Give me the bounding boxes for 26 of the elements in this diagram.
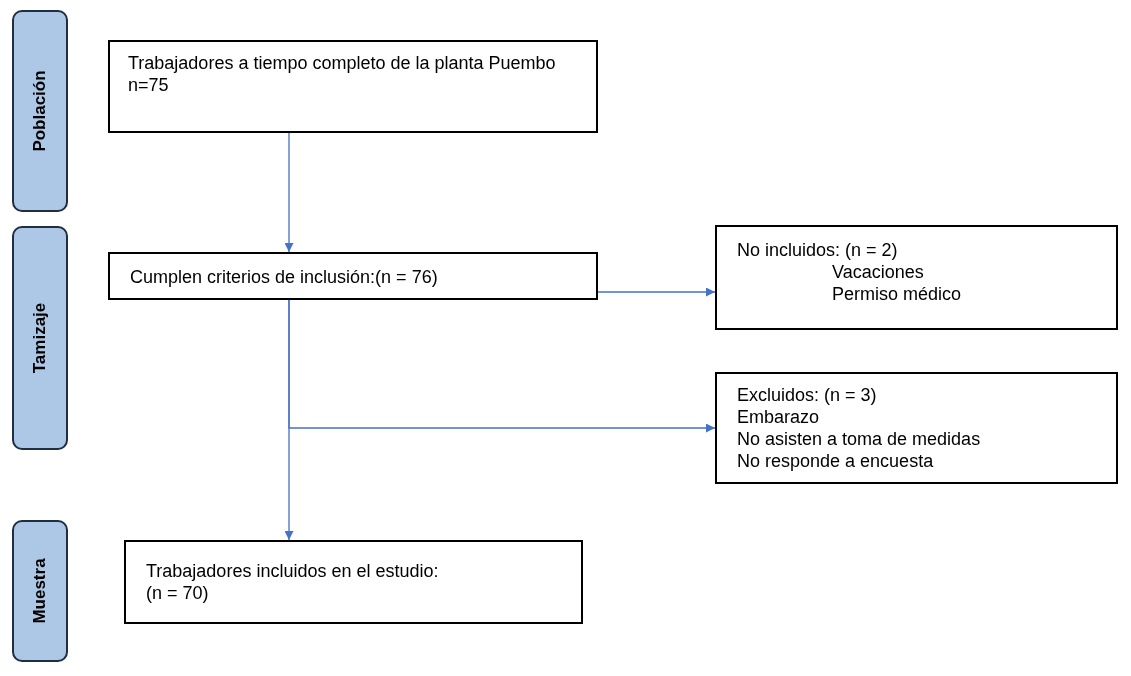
box-text: Vacaciones	[831, 261, 925, 283]
process-box	[124, 540, 583, 624]
section-label: Población	[30, 70, 50, 152]
box-text: Permiso médico	[831, 283, 963, 305]
box-text: n=75	[128, 74, 170, 96]
arrow	[284, 299, 294, 541]
box-text: No responde a encuesta	[737, 450, 935, 472]
section-label: Muestra	[30, 558, 50, 624]
section-band	[12, 10, 68, 212]
box-text: (n = 70)	[146, 582, 210, 604]
process-box	[715, 372, 1118, 484]
box-text: No asisten a toma de medidas	[737, 428, 982, 450]
section-label: Tamizaje	[30, 302, 50, 374]
process-box	[108, 40, 598, 133]
box-heading: Cumplen criterios de inclusión:(n = 76)	[130, 266, 439, 288]
box-heading: Trabajadores a tiempo completo de la planta Puembo	[128, 52, 557, 74]
arrow	[597, 287, 716, 297]
section-band	[12, 520, 68, 662]
section-band	[12, 226, 68, 450]
box-heading: Excluidos: (n = 3)	[737, 384, 878, 406]
arrow	[284, 132, 294, 253]
box-heading: No incluidos: (n = 2)	[737, 239, 899, 261]
process-box	[108, 252, 598, 300]
box-text: Embarazo	[737, 406, 821, 428]
box-heading: Trabajadores incluidos en el estudio:	[146, 560, 440, 582]
process-box	[715, 225, 1118, 330]
